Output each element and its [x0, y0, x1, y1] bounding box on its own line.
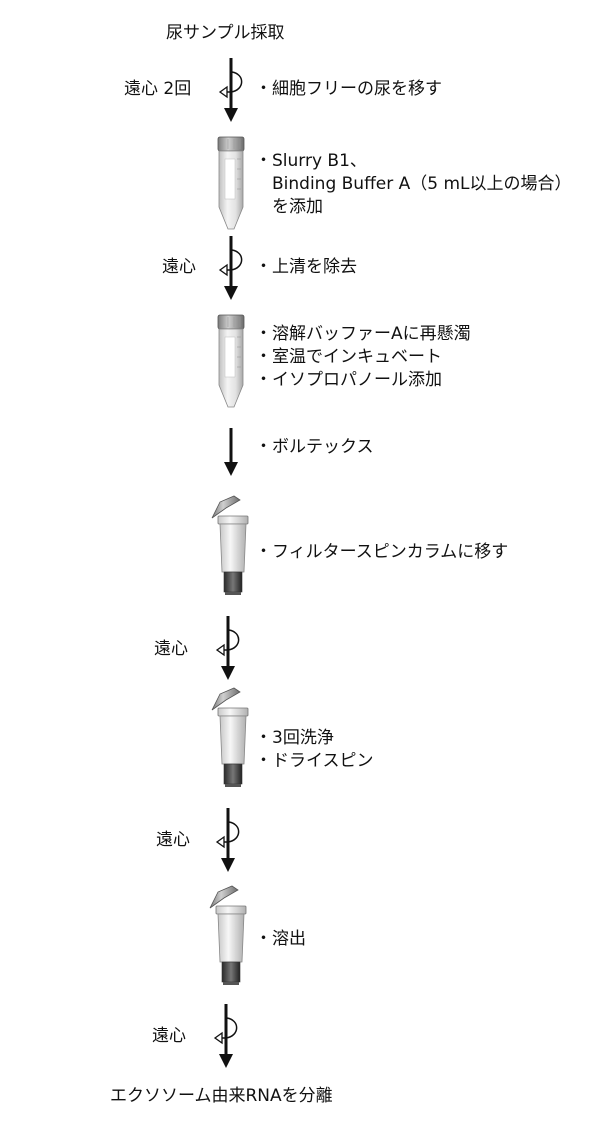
- step-5-line-1: ・ボルテックス: [255, 437, 374, 457]
- step-4-line-3: ・イソプロパノール添加: [255, 370, 442, 390]
- step-4-line-2: ・室温でインキュベート: [255, 347, 442, 367]
- step-3-line-1: ・上清を除去: [255, 257, 357, 277]
- step-1-line-1: ・細胞フリーの尿を移す: [255, 79, 442, 99]
- arrow-label-4: 遠心: [154, 639, 188, 659]
- conical-tube-icon: [217, 136, 245, 230]
- title: 尿サンプル採取: [166, 23, 285, 43]
- arrow-4: [215, 616, 240, 680]
- arrow-1: [218, 58, 243, 122]
- step-6-line-1: ・フィルタースピンカラムに移す: [255, 542, 509, 562]
- spin-column-icon: [209, 885, 247, 985]
- result-label: エクソソーム由来RNAを分離: [110, 1086, 333, 1106]
- step-7-line-1: ・3回洗浄: [255, 728, 334, 748]
- arrow-label-5: 遠心: [156, 830, 190, 850]
- step-8-line-1: ・溶出: [255, 929, 306, 949]
- step-7-line-2: ・ドライスピン: [255, 751, 374, 771]
- step-2-line-2: Binding Buffer A（5 mL以上の場合）: [255, 174, 572, 194]
- step-2-line-3: を添加: [255, 197, 323, 217]
- conical-tube-icon: [217, 314, 245, 408]
- arrow-label-6: 遠心: [152, 1026, 186, 1046]
- arrow-label-2: 遠心: [162, 257, 196, 277]
- step-2-line-1: ・Slurry B1、: [255, 151, 367, 171]
- arrow-5: [215, 808, 240, 872]
- step-4-line-1: ・溶解バッファーAに再懸濁: [255, 324, 471, 344]
- spin-column-icon: [211, 495, 249, 595]
- arrow-2: [218, 236, 243, 300]
- spin-column-icon: [211, 687, 249, 787]
- arrow-label-1: 遠心 2回: [124, 79, 192, 99]
- arrow-6: [213, 1004, 238, 1068]
- arrow-3: [224, 428, 238, 476]
